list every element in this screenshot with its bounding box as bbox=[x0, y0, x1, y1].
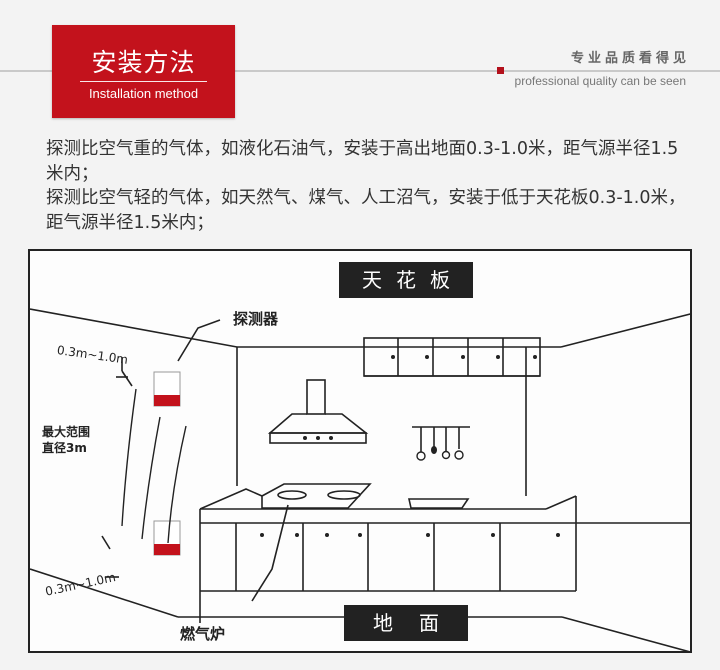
header-divider bbox=[0, 70, 720, 72]
stove-label: 燃气炉 bbox=[180, 625, 226, 643]
range-label-line2: 直径3m bbox=[42, 441, 87, 455]
tagline-cn: 专业品质看得见 bbox=[570, 51, 690, 66]
header-accent-dot bbox=[497, 67, 504, 74]
tagline-en: professional quality can be seen bbox=[514, 74, 686, 88]
section-badge: 安装方法 Installation method bbox=[52, 25, 235, 118]
kitchen-illustration bbox=[30, 308, 690, 651]
badge-rule bbox=[80, 81, 207, 82]
light-gas-instruction: 探测比空气轻的气体，如天然气、煤气、人工沼气，安装于低于天花板0.3-1.0米，… bbox=[46, 188, 686, 233]
range-label-line1: 最大范围 bbox=[42, 425, 91, 439]
ceiling-label: 天花板 bbox=[339, 262, 473, 298]
badge-title: 安装方法 bbox=[91, 48, 196, 77]
detector-lower bbox=[153, 520, 181, 556]
detector-upper bbox=[153, 371, 181, 407]
install-description: 探测比空气重的气体，如液化石油气，安装于高出地面0.3-1.0米，距气源半径1.… bbox=[46, 137, 686, 235]
badge-subtitle: Installation method bbox=[88, 86, 199, 101]
floor-label: 地面 bbox=[344, 605, 468, 641]
detector-label: 探测器 bbox=[233, 310, 279, 328]
kitchen-diagram: 探测器 燃气炉 最大范围 直径3m 0.3m~1.0m 0.3m~1.0m bbox=[28, 249, 692, 653]
range-label: 最大范围 直径3m bbox=[42, 424, 90, 456]
heavy-gas-instruction: 探测比空气重的气体，如液化石油气，安装于高出地面0.3-1.0米，距气源半径1.… bbox=[46, 139, 679, 184]
